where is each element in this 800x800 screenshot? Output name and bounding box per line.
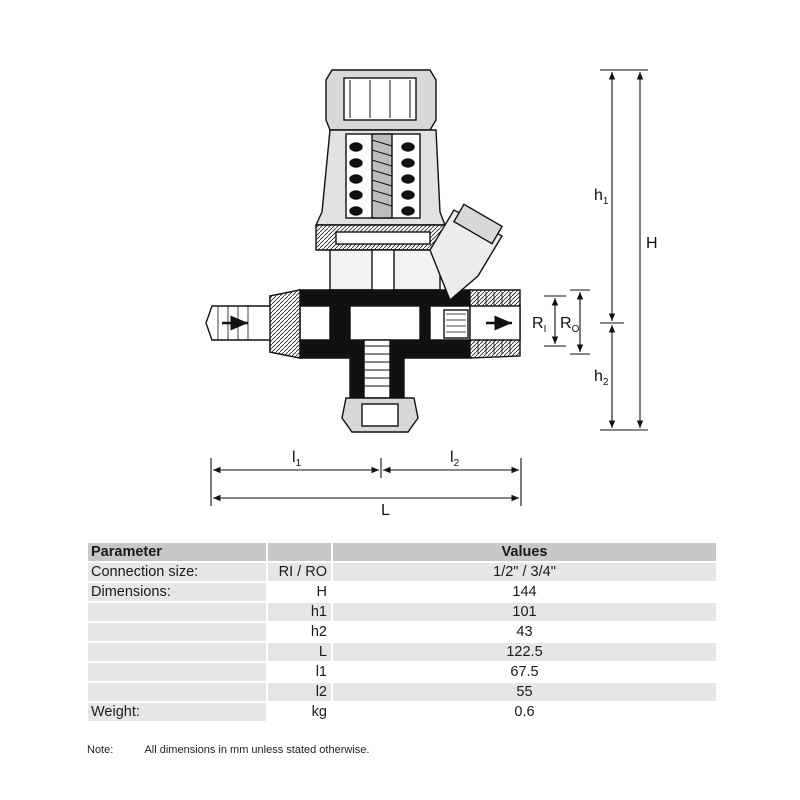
spring bbox=[349, 142, 415, 216]
note-label: Note: bbox=[87, 744, 114, 756]
value-cell: 43 bbox=[516, 624, 533, 640]
unit-cell: h1 bbox=[310, 604, 327, 620]
table-row: Connection size: RI / RO 1/2" / 3/4" bbox=[88, 563, 716, 581]
label-L: L bbox=[381, 502, 390, 519]
label-Ro: RO bbox=[560, 315, 580, 335]
value-cell: 122.5 bbox=[506, 644, 543, 660]
value-cell: 101 bbox=[512, 604, 537, 620]
label-Ri: RI bbox=[532, 315, 546, 335]
param-cell bbox=[88, 603, 266, 621]
param-cell bbox=[88, 643, 266, 661]
table-header-row: Parameter Values bbox=[88, 543, 716, 561]
valve-cross-section bbox=[205, 69, 521, 433]
table-row: h1 101 bbox=[88, 603, 716, 621]
table-row: l2 55 bbox=[88, 683, 716, 701]
valve-technical-drawing: h1 H h2 RI RO l1 l2 L bbox=[205, 69, 658, 519]
label-h1: h1 bbox=[594, 187, 609, 207]
param-cell: Connection size: bbox=[91, 564, 199, 580]
unit-cell: h2 bbox=[310, 624, 327, 640]
header-blank bbox=[268, 543, 331, 561]
value-cell: 55 bbox=[516, 684, 533, 700]
label-l2: l2 bbox=[450, 449, 460, 469]
note-text: All dimensions in mm unless stated other… bbox=[144, 744, 370, 756]
value-cell: 0.6 bbox=[514, 704, 535, 720]
table-row: L 122.5 bbox=[88, 643, 716, 661]
param-cell: Weight: bbox=[88, 703, 266, 721]
footnote: Note: All dimensions in mm unless stated… bbox=[87, 744, 369, 756]
param-cell: Dimensions: bbox=[88, 583, 266, 601]
label-H: H bbox=[646, 235, 658, 252]
unit-cell: RI / RO bbox=[278, 564, 327, 580]
param-cell bbox=[88, 623, 266, 641]
value-cell: 144 bbox=[512, 584, 537, 600]
table-row: h2 43 bbox=[88, 623, 716, 641]
specification-table: Parameter Values Connection size: RI / R… bbox=[86, 541, 718, 723]
value-cell: 1/2" / 3/4" bbox=[493, 564, 556, 580]
unit-cell: kg bbox=[311, 704, 327, 720]
table-row: Dimensions: H 144 bbox=[88, 583, 716, 601]
label-h2: h2 bbox=[594, 368, 609, 388]
value-cell: 67.5 bbox=[510, 664, 539, 680]
unit-cell: H bbox=[316, 584, 327, 600]
table-row: l1 67.5 bbox=[88, 663, 716, 681]
header-values: Values bbox=[333, 543, 716, 561]
table-row: Weight: kg 0.6 bbox=[88, 703, 716, 721]
unit-cell: l2 bbox=[315, 684, 327, 700]
param-cell bbox=[88, 663, 266, 681]
header-parameter: Parameter bbox=[88, 543, 266, 561]
unit-cell: L bbox=[318, 644, 327, 660]
param-cell bbox=[88, 683, 266, 701]
dimension-lines bbox=[210, 69, 648, 506]
label-l1: l1 bbox=[292, 449, 302, 469]
unit-cell: l1 bbox=[315, 664, 327, 680]
